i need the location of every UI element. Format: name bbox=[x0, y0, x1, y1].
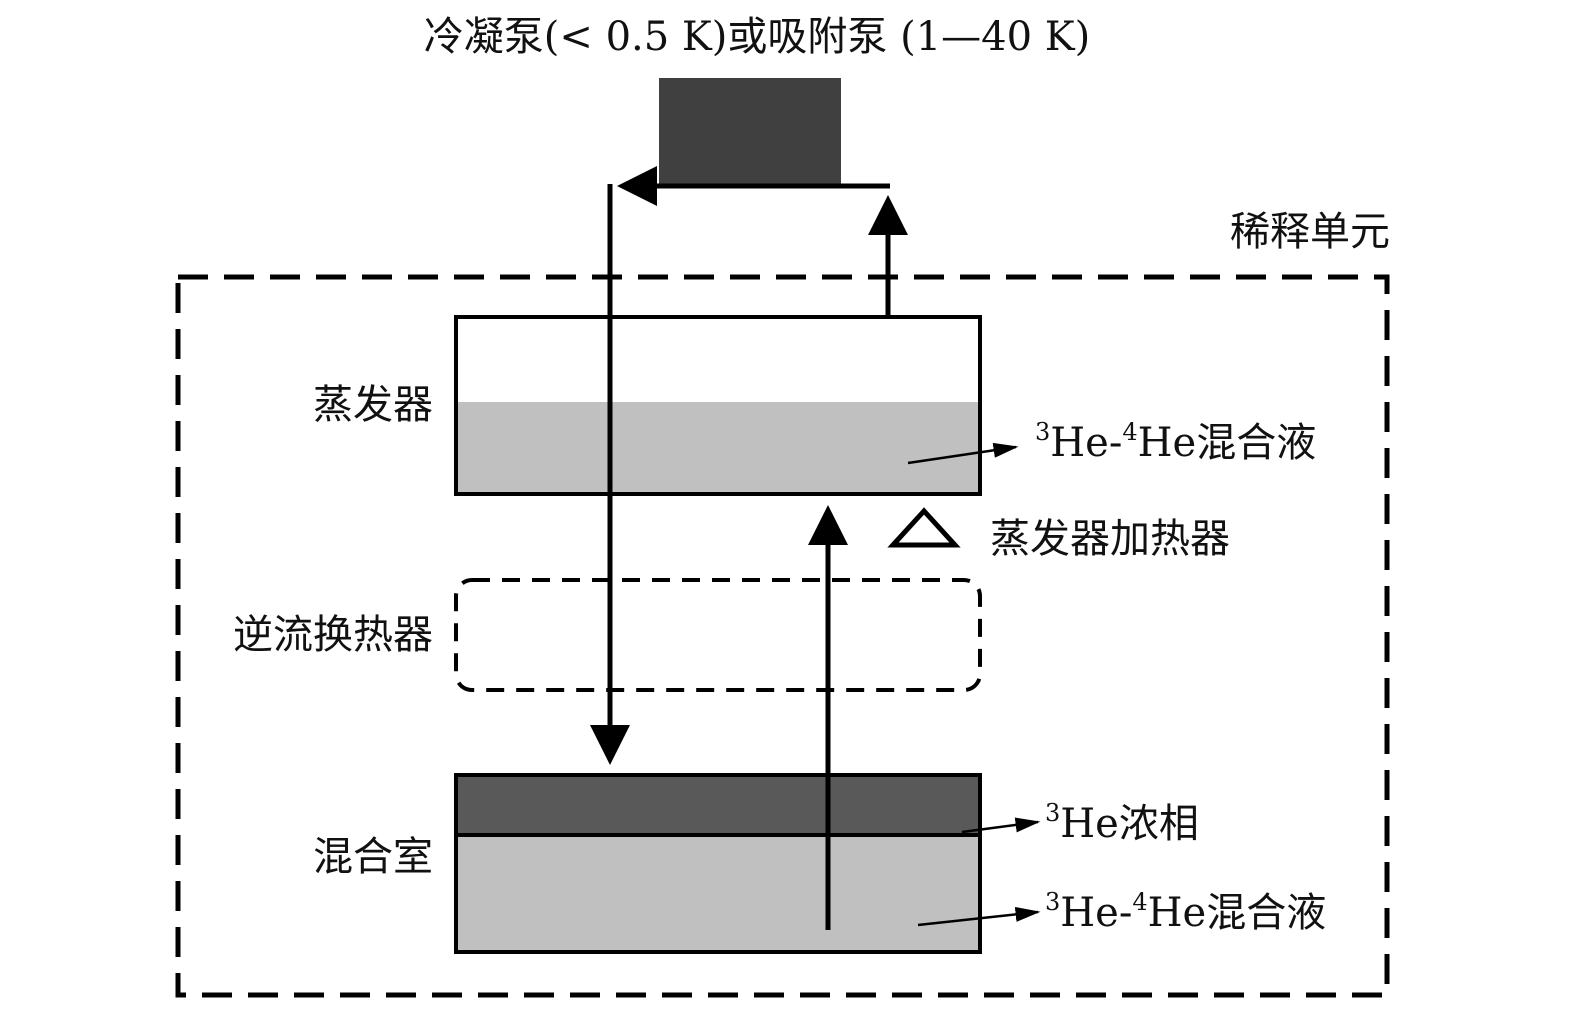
evaporator bbox=[454, 315, 982, 496]
heater-triangle-icon bbox=[887, 507, 961, 548]
heat-exchanger-label: 逆流换热器 bbox=[233, 612, 433, 658]
concentrated-phase bbox=[456, 775, 980, 835]
concentrated-label: 3He浓相 bbox=[1045, 799, 1199, 847]
evaporator-label: 蒸发器 bbox=[313, 382, 433, 428]
heater-label: 蒸发器加热器 bbox=[990, 516, 1230, 562]
evaporator-liquid bbox=[456, 402, 980, 494]
dilution-unit-label: 稀释单元 bbox=[1230, 209, 1390, 255]
dilution-unit-boundary bbox=[175, 274, 1390, 998]
evaporator-liquid-pointer bbox=[907, 442, 1019, 465]
mixing-chamber bbox=[454, 773, 982, 954]
concentrated-pointer bbox=[961, 817, 1041, 834]
dilute-pointer bbox=[917, 906, 1041, 927]
heat-exchanger bbox=[454, 578, 982, 692]
dilute-label: 3He-4He混合液 bbox=[1045, 888, 1326, 936]
mixing-chamber-label: 混合室 bbox=[313, 834, 433, 880]
evaporator-liquid-label: 3He-4He混合液 bbox=[1035, 418, 1316, 466]
pump-block bbox=[659, 78, 841, 184]
pump-title: 冷凝泵(< 0.5 K)或吸附泵 (1—40 K) bbox=[424, 14, 1091, 60]
dilute-phase bbox=[456, 835, 980, 952]
